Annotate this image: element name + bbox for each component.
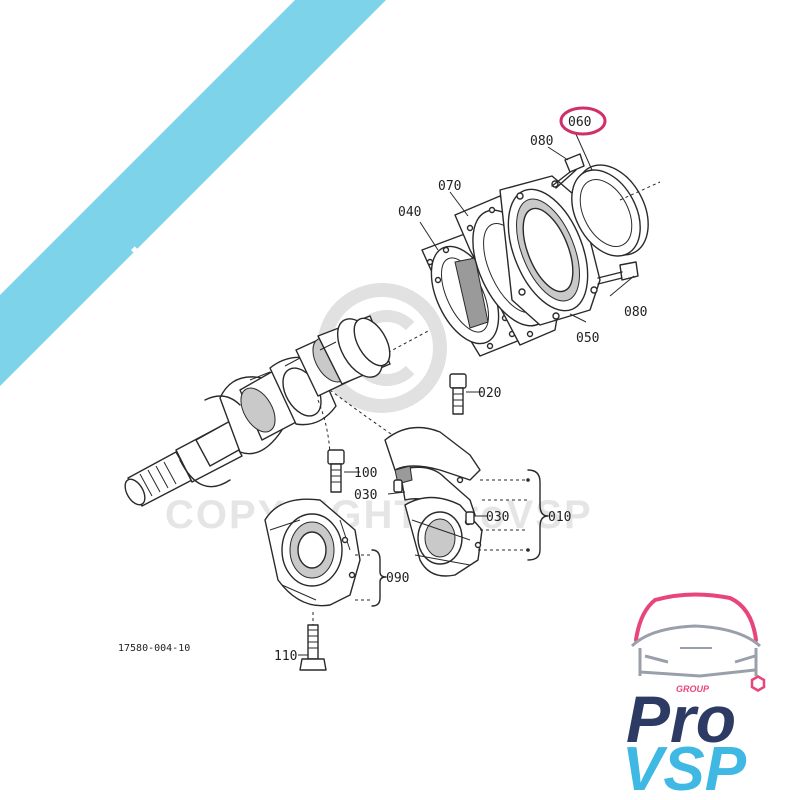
logo-pro-text: Pro xyxy=(626,682,736,756)
part-090-bearing-housing xyxy=(264,498,372,607)
provsp-logo: GROUP Pro VSP xyxy=(622,592,766,800)
label-080-right: 080 xyxy=(624,305,647,320)
part-100-bolt xyxy=(327,449,345,493)
label-050: 050 xyxy=(576,331,599,346)
logo-group-text: GROUP xyxy=(676,684,710,694)
watermark-text: COPYRIGHT ProVSP xyxy=(165,493,593,537)
crankshaft xyxy=(124,315,431,507)
label-020: 020 xyxy=(478,386,501,401)
part-020-bolt xyxy=(449,373,467,415)
label-070: 070 xyxy=(438,179,461,194)
car-silhouette-icon xyxy=(630,592,762,678)
part-060-oil-seal xyxy=(571,164,661,257)
diagram-reference: 17580-004-10 xyxy=(118,643,190,654)
label-040: 040 xyxy=(398,205,421,220)
callout-leaders xyxy=(298,131,635,656)
part-030-dowels xyxy=(393,479,475,525)
hexagon-icon xyxy=(750,675,766,692)
banner-ribbon xyxy=(0,0,386,386)
label-030-left: 030 xyxy=(354,488,377,503)
label-030-right: 030 xyxy=(486,510,509,525)
label-060: 060 xyxy=(568,115,591,130)
label-110: 110 xyxy=(274,649,297,664)
label-010: 010 xyxy=(548,510,571,525)
label-100: 100 xyxy=(354,466,377,481)
part-080-bolt-right xyxy=(597,261,639,285)
part-080-bolt-top xyxy=(551,153,585,189)
highlight-ring-060 xyxy=(559,106,607,136)
part-labels: 060 080 070 040 080 050 020 100 030 030 … xyxy=(118,106,647,664)
part-110-bolt xyxy=(299,612,327,671)
label-090: 090 xyxy=(386,571,409,586)
logo-vsp-text: VSP xyxy=(622,735,747,800)
label-080-top: 080 xyxy=(530,134,553,149)
